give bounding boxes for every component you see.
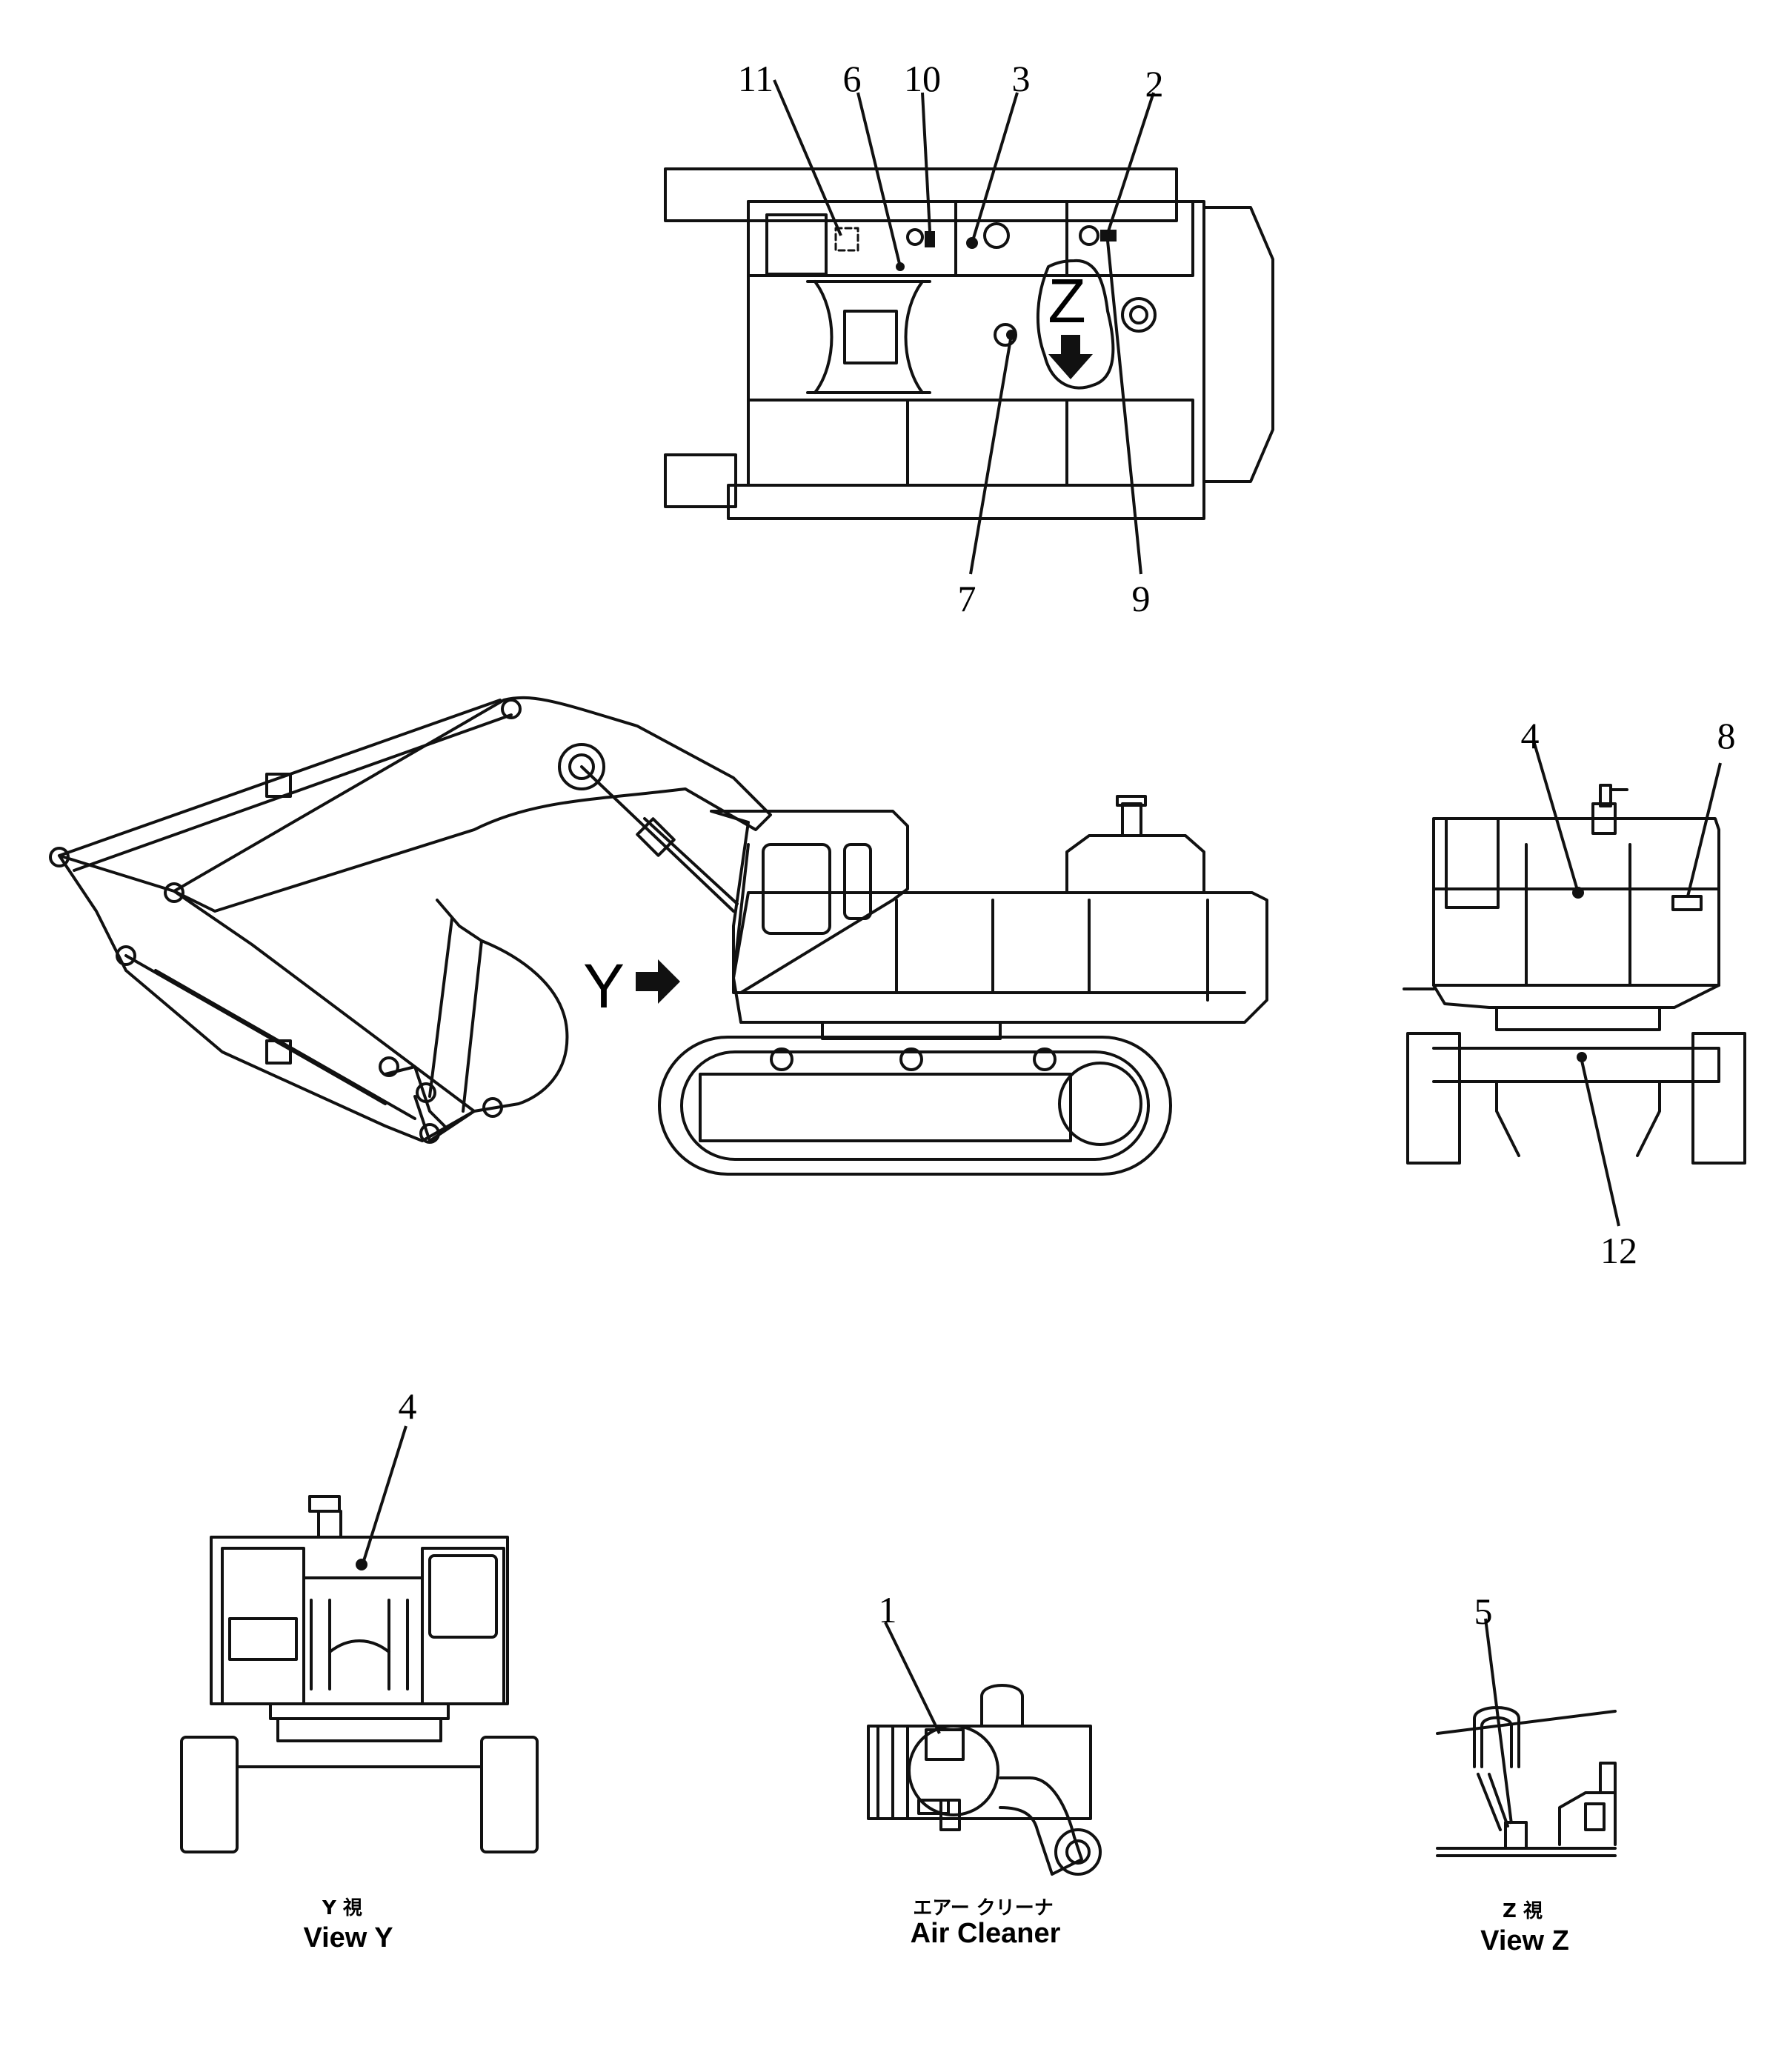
label-10-marker <box>925 231 935 247</box>
callout-10: 10 <box>904 58 941 99</box>
view-y-caption-en: View Y <box>303 1922 393 1953</box>
air-cleaner-view: 1 エアー クリーナ Air Cleaner <box>867 1589 1102 1949</box>
callout-4-rear: 4 <box>1521 715 1540 756</box>
view-y-caption-jp: Y 視 <box>322 1897 362 1919</box>
callout-7: 7 <box>958 578 976 619</box>
label-4-marker-y <box>356 1559 367 1570</box>
callout-3: 3 <box>1012 58 1031 99</box>
view-y-marker: Y <box>583 951 625 1021</box>
callout-6: 6 <box>843 58 862 99</box>
callout-11: 11 <box>738 58 773 99</box>
callout-1: 1 <box>879 1589 897 1630</box>
callout-9: 9 <box>1132 578 1151 619</box>
view-z-marker: Z <box>1048 266 1085 336</box>
rear-view: 4 8 12 <box>1403 715 1746 1271</box>
view-z-caption-en: View Z <box>1480 1925 1569 1956</box>
callout-5: 5 <box>1474 1590 1493 1632</box>
callout-12: 12 <box>1600 1230 1637 1271</box>
label-4-marker <box>1572 887 1584 899</box>
view-z: 5 Z 視 View Z <box>1436 1590 1617 1956</box>
label-2-marker <box>1100 230 1117 241</box>
view-z-caption-jp: Z 視 <box>1503 1900 1543 1922</box>
view-y: 4 Y 視 View Y <box>180 1385 539 1953</box>
arrow-right-icon <box>636 959 680 1004</box>
air-cleaner-caption-jp: エアー クリーナ <box>913 1897 1054 1919</box>
arrow-down-icon <box>1048 335 1093 379</box>
label-8-plate <box>1671 895 1703 911</box>
callout-4-view-y: 4 <box>399 1385 417 1427</box>
callout-2: 2 <box>1145 63 1164 104</box>
side-view: Y <box>49 696 1268 1176</box>
label-12-marker <box>1577 1052 1587 1062</box>
top-plan-view: Z 11 6 10 3 2 7 9 <box>664 58 1274 619</box>
callout-8: 8 <box>1717 715 1736 756</box>
air-cleaner-caption-en: Air Cleaner <box>911 1918 1061 1949</box>
